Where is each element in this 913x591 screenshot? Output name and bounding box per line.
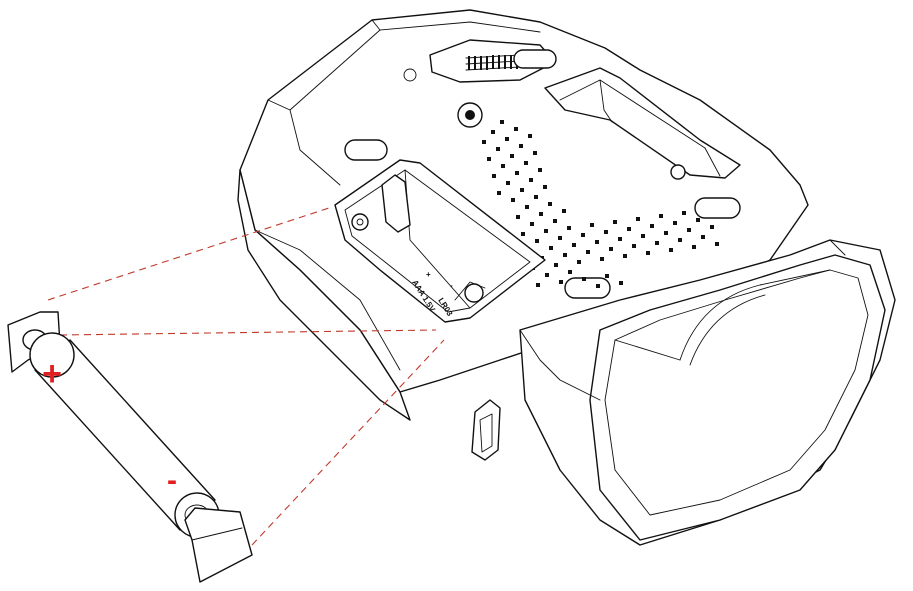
vent-dot: [539, 212, 543, 216]
vent-dot: [545, 273, 549, 277]
vent-dot: [535, 239, 539, 243]
guide-lines: [47, 206, 445, 546]
vent-dot: [492, 174, 496, 178]
vent-dot: [655, 241, 659, 245]
vent-dot: [577, 260, 581, 264]
vent-dot: [511, 198, 515, 202]
vent-dot: [519, 144, 523, 148]
vent-dot: [562, 209, 566, 213]
battery-positive-mark: +: [42, 355, 62, 393]
vent-dot: [482, 140, 486, 144]
vent-dot: [636, 217, 640, 221]
tripod-socket-icon: [457, 102, 483, 128]
vent-dot: [678, 238, 682, 242]
vent-dot: [581, 233, 585, 237]
vent-dot: [538, 168, 542, 172]
vent-dot: [646, 251, 650, 255]
vent-dot: [487, 157, 491, 161]
vent-dot: [563, 253, 567, 257]
vent-dot: [567, 226, 571, 230]
vent-dot: [514, 127, 518, 131]
vent-dot: [530, 222, 534, 226]
vent-dot: [696, 218, 700, 222]
vent-dot: [554, 263, 558, 267]
vent-dot: [506, 181, 510, 185]
vent-dot: [618, 237, 622, 241]
battery-compartment-icon: + - AAA 1.5V LR03: [334, 159, 546, 323]
vent-dot: [641, 234, 645, 238]
vent-dot: [515, 171, 519, 175]
vent-dot: [623, 254, 627, 258]
vent-dot: [510, 154, 514, 158]
vent-dot: [682, 211, 686, 215]
vent-dot: [613, 220, 617, 224]
vent-dot: [595, 240, 599, 244]
vent-dot: [605, 274, 609, 278]
vent-dot: [650, 224, 654, 228]
vent-dot: [600, 257, 604, 261]
vent-dot: [632, 244, 636, 248]
vent-dot: [525, 205, 529, 209]
vent-dot: [659, 214, 663, 218]
vent-dot: [609, 247, 613, 251]
vent-dot: [673, 221, 677, 225]
vent-dot: [543, 185, 547, 189]
vent-dot: [586, 250, 590, 254]
vent-dot: [497, 191, 501, 195]
vent-dot: [500, 120, 504, 124]
device-top-details: [344, 39, 741, 299]
vent-dot: [664, 231, 668, 235]
vent-dot: [533, 151, 537, 155]
vent-dot: [669, 248, 673, 252]
vent-dot: [590, 223, 594, 227]
vent-dot: [501, 164, 505, 168]
vent-dot: [627, 227, 631, 231]
vent-dot: [521, 232, 525, 236]
compartment-plus-mark: +: [426, 270, 431, 279]
vent-dot: [572, 243, 576, 247]
vent-dot: [715, 242, 719, 246]
battery-compartment-right: [544, 67, 741, 180]
vent-dot: [529, 178, 533, 182]
vent-dot: [536, 283, 540, 287]
battery-negative-mark: -: [167, 464, 177, 497]
vent-dot: [596, 284, 600, 288]
vent-dot: [692, 245, 696, 249]
vent-dot: [524, 161, 528, 165]
vent-dot: [582, 277, 586, 281]
compartment-minus-mark: -: [450, 281, 453, 290]
binocular-device-icon: [237, 9, 896, 546]
vent-dot: [516, 215, 520, 219]
vent-dot: [534, 195, 538, 199]
vent-dot: [604, 230, 608, 234]
vent-dot: [544, 229, 548, 233]
vent-dot: [520, 188, 524, 192]
vent-dot: [558, 236, 562, 240]
vent-dot: [701, 235, 705, 239]
vent-dot: [710, 225, 714, 229]
vent-dot: [496, 147, 500, 151]
vent-dot: [568, 270, 572, 274]
vent-dot: [549, 246, 553, 250]
vent-dot: [687, 228, 691, 232]
battery-icon: + -: [7, 311, 253, 583]
vent-dot: [491, 130, 495, 134]
vent-dot: [559, 280, 563, 284]
vent-dot: [528, 134, 532, 138]
vent-dot: [548, 202, 552, 206]
vent-dot: [619, 281, 623, 285]
vent-dot: [553, 219, 557, 223]
vent-dot: [505, 137, 509, 141]
